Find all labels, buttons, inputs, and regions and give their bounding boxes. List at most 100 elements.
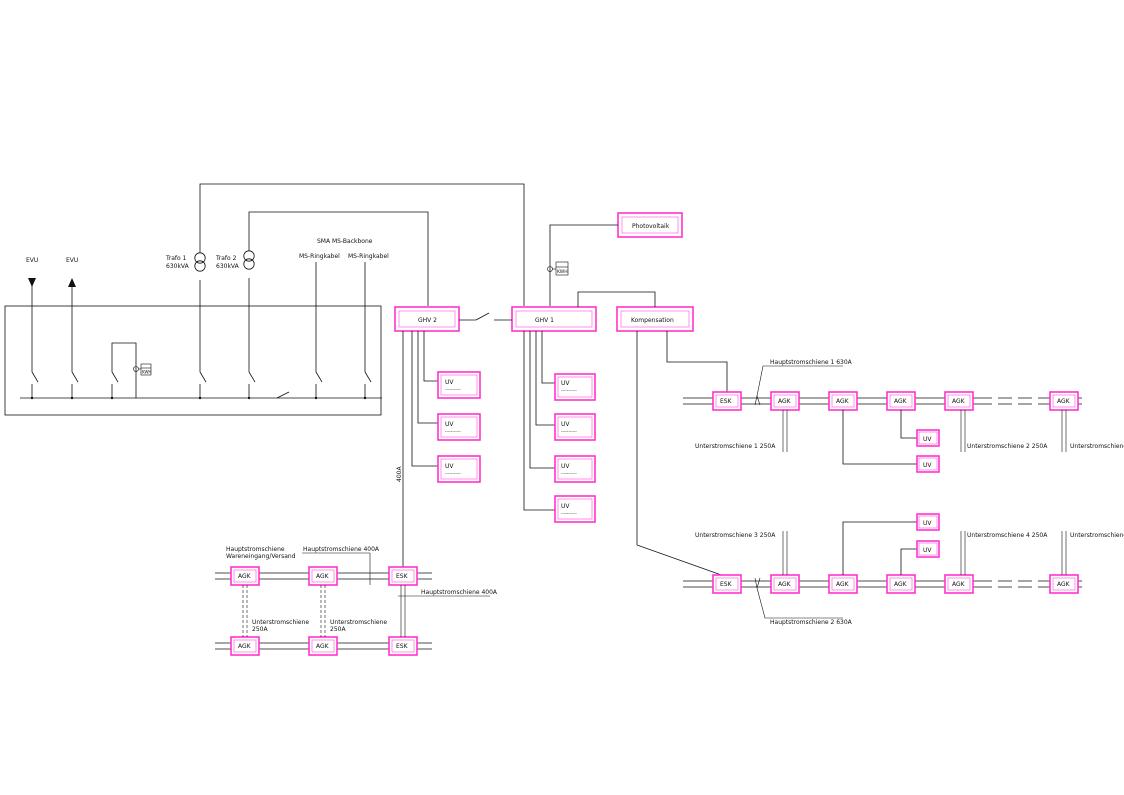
mv-switchgear: EVU EVU KWH [4,257,382,416]
uv-ghv2-3: UV ----------- [437,455,481,483]
kompensation-label: Kompensation [631,317,674,324]
agk-label: AGK [238,573,252,580]
uv-sublabel: ----------- [561,388,577,393]
agk-label: AGK [836,398,850,405]
busbar-group-1: Hauptstromschiene 1 630A ESK AGK AGK AGK… [666,331,1124,473]
transformer-icon [194,252,206,264]
photovoltaik-label: Photovoltaik [632,223,670,230]
esk-label: ESK [720,398,733,405]
uv-ghv1-4: UV ----------- [554,495,596,523]
busbar-group-2: Hauptstromschiene 2 630A ESK AGK AGK AGK… [636,331,1124,626]
agk-label: AGK [316,643,330,650]
uv-ghv1-2: UV ----------- [554,413,596,441]
agk-2-4: AGK [944,574,974,594]
agk-label: AGK [778,398,792,405]
us-label-1r: Unterstromschiene [1070,443,1124,450]
ghv-1: GHV 1 [511,306,597,332]
ms-ringkabel-label-2: MS-Ringkabel [348,253,389,260]
uv-sublabel: ----------- [445,387,461,392]
us-rating-w1: 250A [252,626,268,633]
uv-label: UV [923,436,932,443]
kwh-meter-icon [555,261,569,276]
uv-label: UV [445,421,454,428]
ms-ringkabel-label-1: MS-Ringkabel [299,253,340,260]
us-label-2r: Unterstromschiene [1070,532,1124,539]
agk-w-1: AGK [230,566,260,586]
esk-2: ESK [712,574,742,594]
arrow-up-icon [68,278,76,287]
uv-label: UV [561,380,570,387]
uv-label: UV [561,421,570,428]
uv-label: UV [923,520,932,527]
uv-hs2-1: UV [916,513,940,531]
hs-title-1: Hauptstromschiene [226,546,285,553]
hs1-label: Hauptstromschiene 1 630A [770,359,853,366]
evu-label-2: EVU [66,257,78,264]
photovoltaik: Photovoltaik [617,212,683,238]
agk-w-3: AGK [230,636,260,656]
agk-label: AGK [952,581,966,588]
ghv1-label: GHV 1 [535,317,554,324]
uv-hs2-2: UV [916,540,940,558]
trafo2-label: Trafo 2 [215,255,237,262]
ghv2-label: GHV 2 [418,317,437,324]
uv-label: UV [923,547,932,554]
uv-label: UV [445,463,454,470]
transformer-1: Trafo 1 630kVA [165,183,525,306]
agk-2-2: AGK [828,574,858,594]
uv-label: UV [561,503,570,510]
uv-label: UV [561,463,570,470]
sma-backbone-label: SMA MS-Backbone [317,238,373,245]
agk-label: AGK [894,581,908,588]
agk-1-5: AGK [1049,391,1079,411]
esk-w-1: ESK [388,566,418,586]
us2-label: Unterstromschiene 2 250A [967,443,1048,450]
uv-sublabel: ----------- [561,471,577,476]
agk-1-1: AGK [770,391,800,411]
uv-ghv1-3: UV ----------- [554,455,596,483]
uv-label: UV [923,462,932,469]
agk-1-2: AGK [828,391,858,411]
agk-2-1: AGK [770,574,800,594]
busbar-group-wareneingang: Hauptstromschiene Wareneingang/Versand H… [215,546,498,656]
agk-2-5: AGK [1049,574,1079,594]
agk-label: AGK [894,398,908,405]
trafo1-rating: 630kVA [166,263,190,270]
esk-1: ESK [712,391,742,411]
agk-2-3: AGK [886,574,916,594]
uv-sublabel: ----------- [445,471,461,476]
esk-label: ESK [720,581,733,588]
hs-title-2: Wareneingang/Versand [226,553,296,560]
uv-sublabel: ----------- [445,429,461,434]
uv-hs1-1: UV [916,429,940,447]
uv-ghv1-1: UV ----------- [554,373,596,401]
us4-label: Unterstromschiene 4 250A [967,532,1048,539]
agk-label: AGK [1057,581,1071,588]
kwh-label-pv: KWH [557,269,568,275]
evu-label-1: EVU [26,257,38,264]
agk-label: AGK [316,573,330,580]
uv-sublabel: ----------- [561,429,577,434]
mv-switchgear-frame [4,305,382,416]
esk-label: ESK [396,643,409,650]
kompensation: Kompensation [616,306,694,332]
agk-label: AGK [952,398,966,405]
us-label-w1: Unterstromschiene [252,619,309,626]
hs-400a-label-bottom: Hauptstromschiene 400A [421,589,498,596]
agk-label: AGK [778,581,792,588]
agk-1-4: AGK [944,391,974,411]
trafo1-label: Trafo 1 [165,255,187,262]
agk-label: AGK [238,643,252,650]
hs2-label: Hauptstromschiene 2 630A [770,619,853,626]
esk-label: ESK [396,573,409,580]
agk-label: AGK [836,581,850,588]
transformer-icon [243,250,255,262]
uv-hs1-2: UV [916,455,940,473]
esk-w-2: ESK [388,636,418,656]
kwh-label-mv: KWH [142,370,151,375]
rating-400a: 400A [396,466,403,482]
agk-w-4: AGK [308,636,338,656]
trafo2-rating: 630kVA [216,263,240,270]
transformer-2: Trafo 2 630kVA [215,211,429,306]
